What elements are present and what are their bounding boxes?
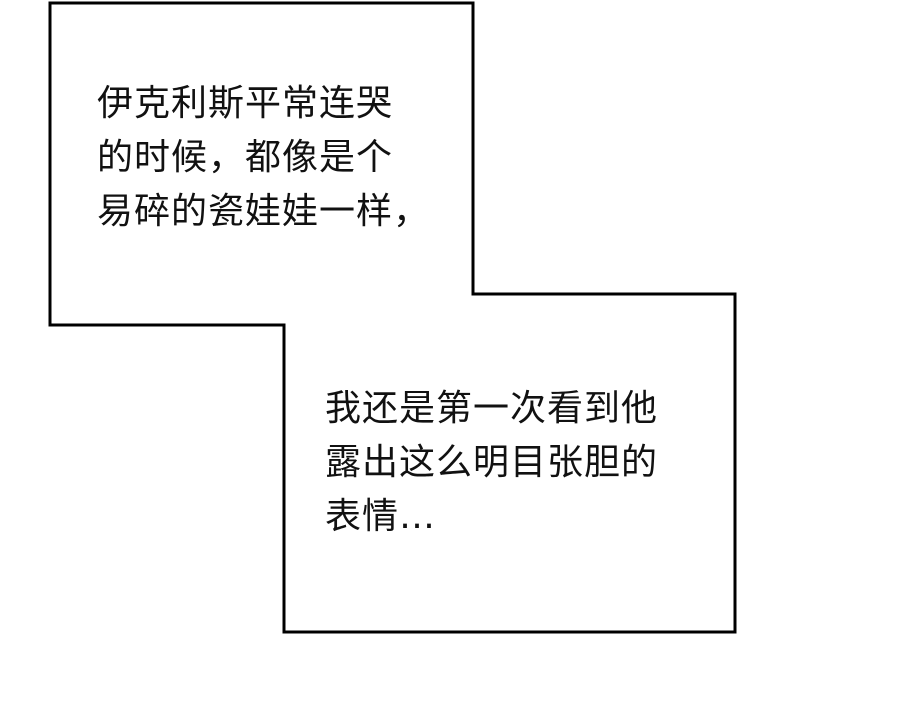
caption-2-line: 表情… — [325, 496, 437, 537]
merged-caption-box — [48, 1, 737, 634]
caption-2-line: 我还是第一次看到他 — [325, 388, 659, 429]
caption-text-1: 伊克利斯平常连哭 的时候，都像是个 易碎的瓷娃娃一样， — [97, 77, 430, 239]
caption-text-2: 我还是第一次看到他 露出这么明目张胆的 表情… — [325, 382, 658, 544]
caption-1-line: 伊克利斯平常连哭 — [97, 83, 394, 124]
caption-1-line: 易碎的瓷娃娃一样， — [97, 191, 431, 232]
caption-1-line: 的时候，都像是个 — [97, 137, 394, 178]
caption-2-line: 露出这么明目张胆的 — [325, 442, 659, 483]
